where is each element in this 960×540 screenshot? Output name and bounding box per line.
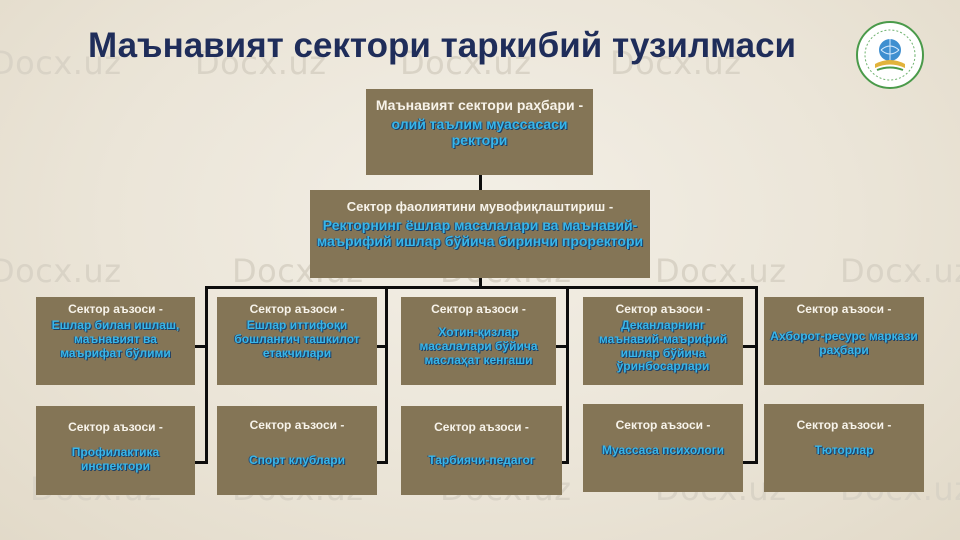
box-role: Ешлар билан ишлаш, маънавият ва маърифат… [51,318,180,360]
connector-line [195,461,208,464]
watermark: Docx.uz [610,44,742,82]
box-role: Тюторлар [814,443,874,457]
box-role: Профилактика инспектори [71,445,160,473]
box-role: Ахборот-ресурс маркази раҳбари [770,329,918,357]
box-role: Муассаса психологи [601,443,725,457]
connector-line [479,278,482,288]
box-role: Спорт клублари [248,453,346,467]
box-lead: Сектор аъзоси - [796,418,892,432]
box-lead: Сектор фаолиятини мувофиқлаштириш - [346,199,614,214]
member-box: Сектор аъзоси - Ахборот-ресурс маркази р… [764,297,924,385]
box-role: Тарбиячи-педагог [428,453,535,467]
member-box: Сектор аъзоси - Муассаса психологи [583,404,743,492]
box-role: Ешлар иттифоқи бошланғич ташкилот етакчи… [234,318,360,360]
watermark: Docx.uz [400,44,532,82]
connector-line [743,345,758,348]
member-box: Сектор аъзоси - Тюторлар [764,404,924,492]
coordinator-box: Сектор фаолиятини мувофиқлаштириш - Рект… [310,190,650,278]
box-lead: Сектор аъзоси - [249,418,345,432]
box-role: олий таълим муассасаси ректори [391,116,568,149]
connector-line [377,345,388,348]
watermark: Docx.uz [840,252,960,290]
box-lead: Сектор аъзоси - [796,302,892,316]
box-role: Хотин-қизлар масалалари бўйича маслаҳат … [419,325,538,367]
watermark: Docx.uz [0,44,122,82]
box-lead: Маънавият сектори раҳбари - [375,97,584,113]
connector-line [385,286,388,464]
connector-line [743,461,758,464]
box-role: Ректорнинг ёшлар масалалари ва маънавий-… [316,217,644,250]
watermark: Docx.uz [0,252,122,290]
watermark: Docx.uz [655,252,787,290]
connector-line [556,461,569,464]
box-lead: Сектор аъзоси - [434,420,529,434]
box-lead: Сектор аъзоси - [431,302,526,316]
member-box: Сектор аъзоси - Тарбиячи-педагог [401,406,562,495]
member-box: Сектор аъзоси - Ешлар иттифоқи бошланғич… [217,297,377,385]
box-lead: Сектор аъзоси - [68,302,163,316]
university-emblem-icon [856,21,924,89]
box-lead: Сектор аъзоси - [249,302,345,316]
box-lead: Сектор аъзоси - [68,420,163,434]
member-box: Сектор аъзоси - Деканларнинг маънавий-ма… [583,297,743,385]
connector-line [566,286,569,464]
box-role: Деканларнинг маънавий-маърифий ишлар бўй… [598,318,728,374]
member-box: Сектор аъзоси - Ешлар билан ишлаш, маъна… [36,297,195,385]
connector-line [755,286,758,464]
connector-line [195,345,208,348]
connector-line [377,461,388,464]
connector-line [479,175,482,190]
member-box: Сектор аъзоси - Профилактика инспектори [36,406,195,495]
member-box: Сектор аъзоси - Спорт клублари [217,406,377,495]
connector-line [556,345,569,348]
head-box: Маънавият сектори раҳбари - олий таълим … [366,89,593,175]
watermark: Docx.uz [195,44,327,82]
connector-line [205,286,208,464]
box-lead: Сектор аъзоси - [615,418,711,432]
connector-bus [205,286,758,289]
page-title: Маънавият сектори таркибий тузилмаси [88,26,797,65]
member-box: Сектор аъзоси - Хотин-қизлар масалалари … [401,297,556,385]
box-lead: Сектор аъзоси - [615,302,711,316]
